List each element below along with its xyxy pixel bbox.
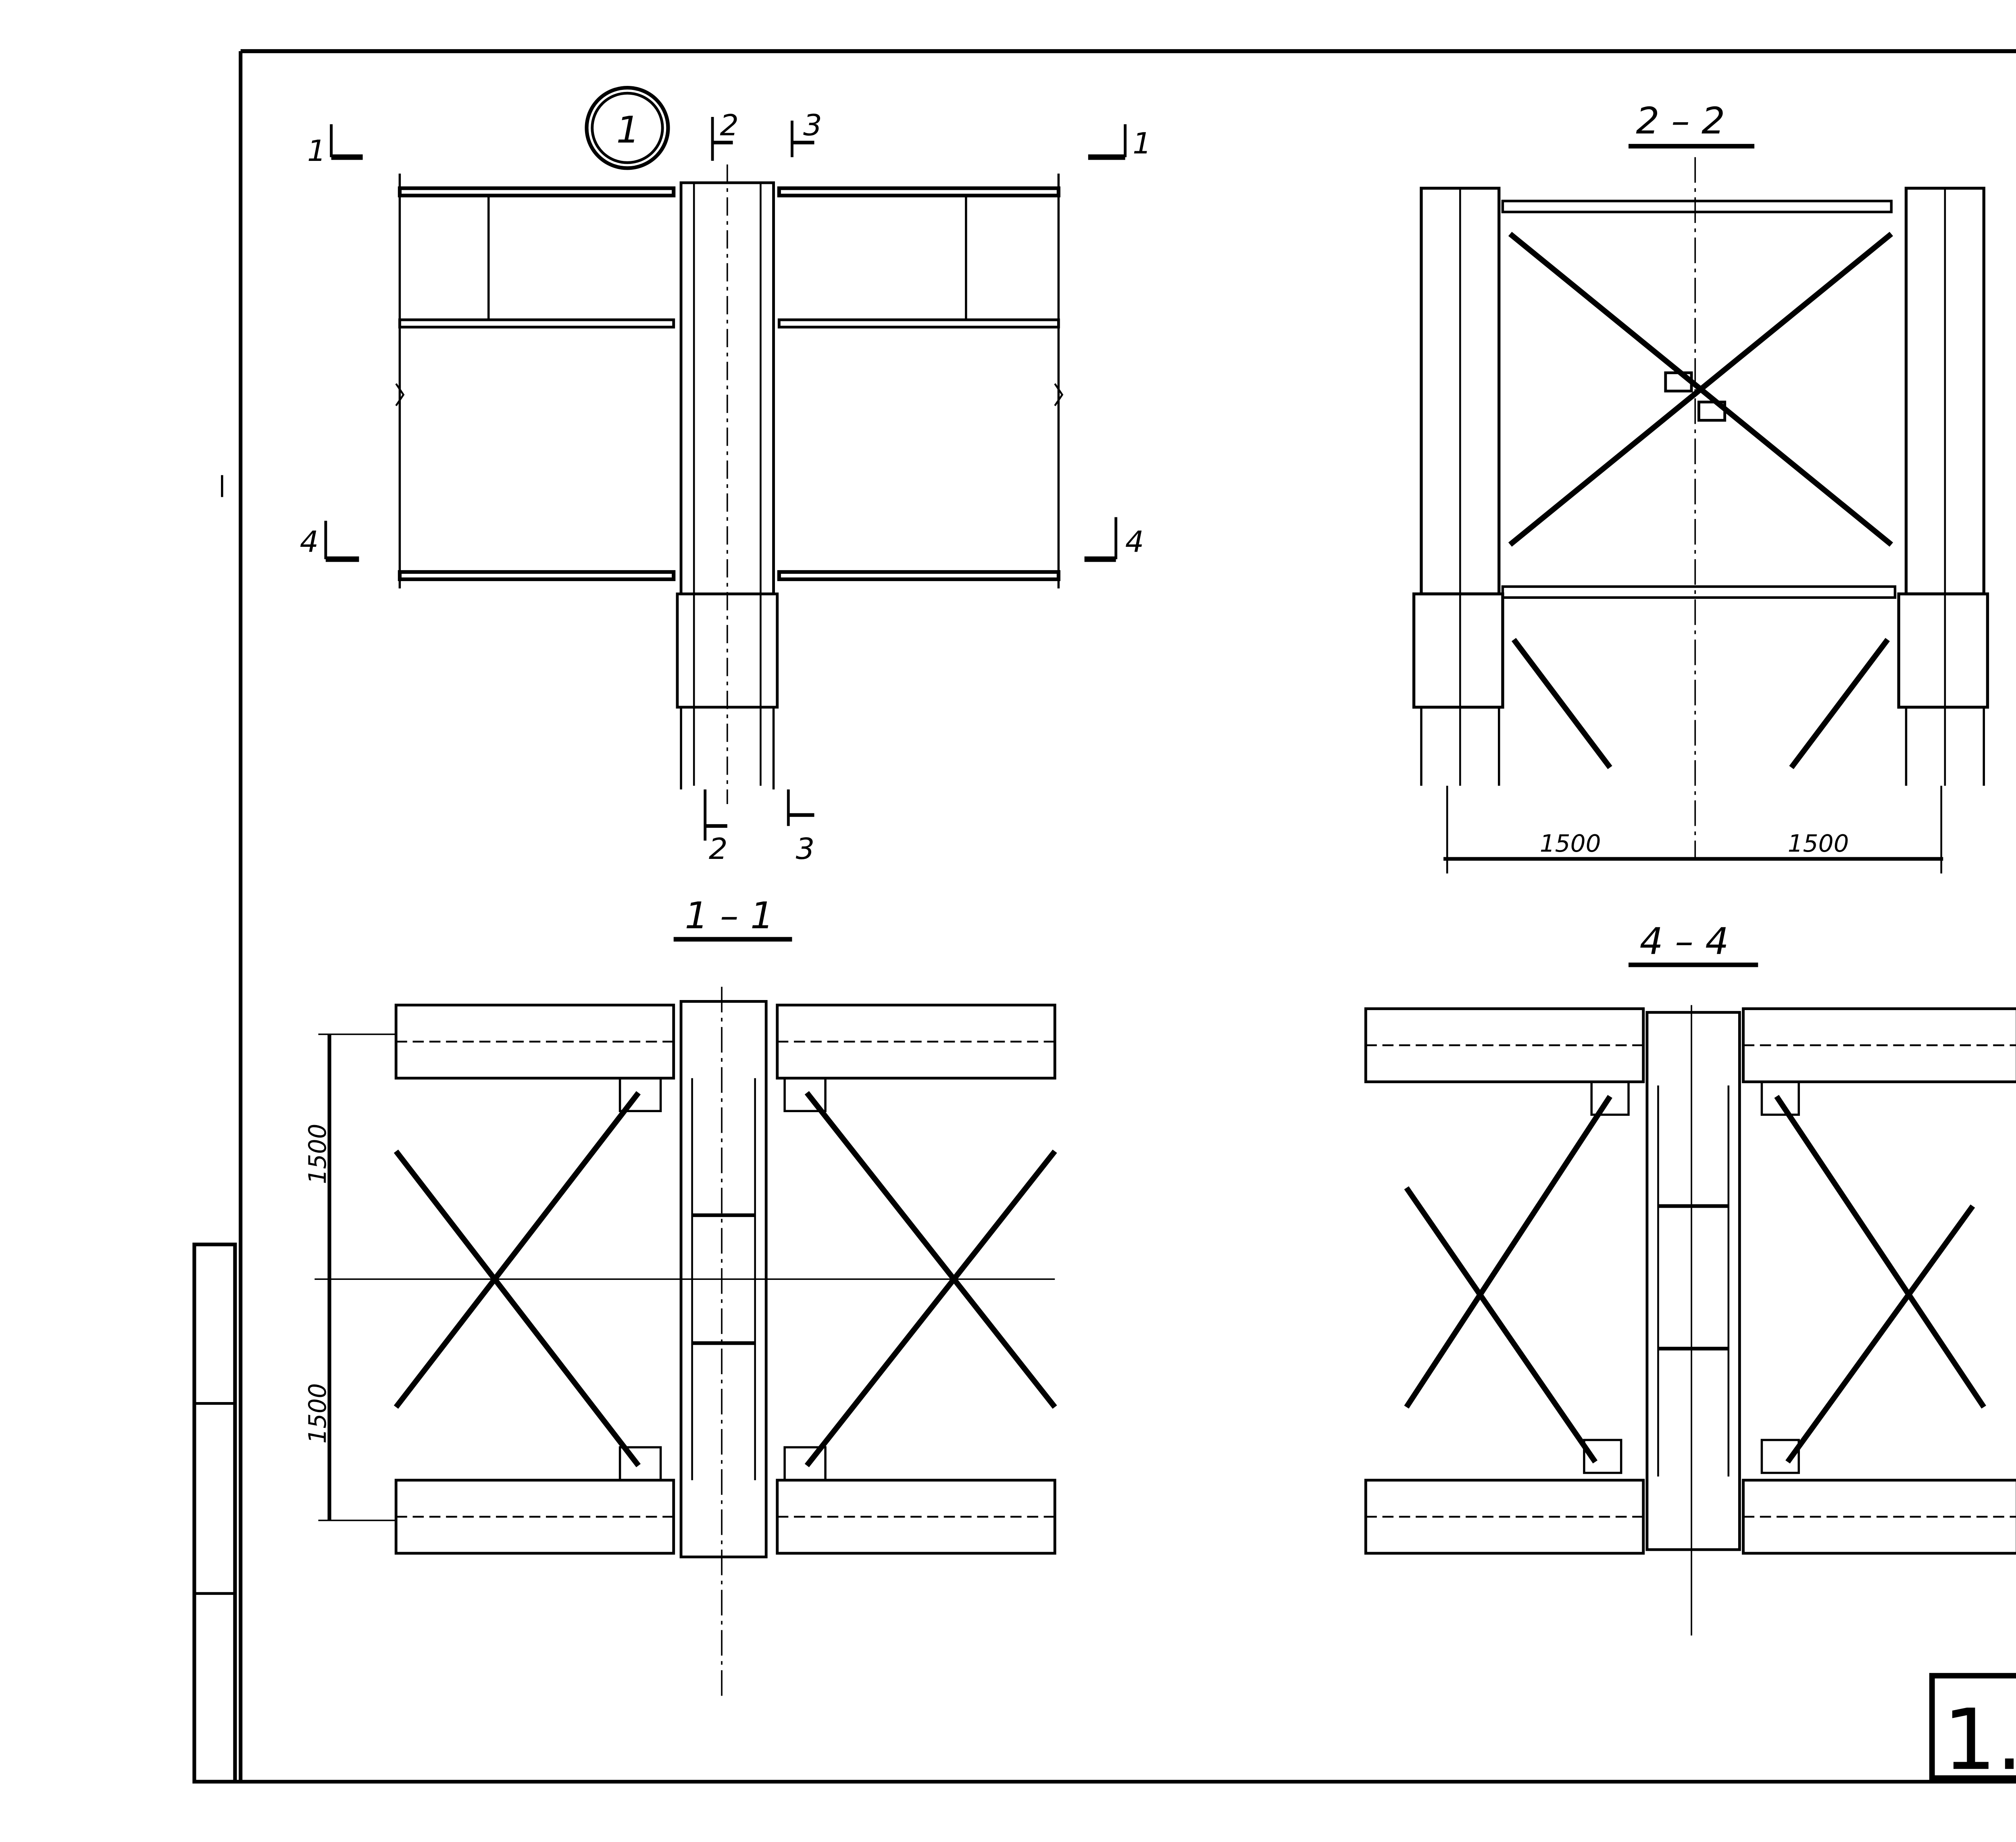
dimension-label: 1500	[303, 1383, 331, 1444]
svg-text:3: 3	[796, 832, 815, 866]
section-title-2-2: 2 – 2	[1636, 99, 1725, 142]
dimension-label: 1500	[303, 1124, 331, 1184]
section-mark-1-right: 1	[1088, 124, 1152, 161]
svg-text:1: 1	[1133, 127, 1152, 160]
svg-text:2: 2	[709, 832, 728, 866]
svg-text:2: 2	[720, 108, 739, 142]
section-mark-2-bottom: 2	[704, 789, 728, 866]
section-mark-3-top: 3	[790, 108, 822, 157]
document-code: 1.420.2-28.1-4КМ	[1943, 1691, 2016, 1789]
section-mark-3-bottom: 3	[787, 789, 815, 866]
section-mark-4-left: 4	[300, 521, 359, 562]
section-mark-4-right: 4	[1084, 517, 1144, 562]
plan-view-node-1: 1 1 1 4 4 2 3	[300, 85, 1152, 866]
svg-text:3: 3	[803, 108, 822, 142]
section-2-2: 2 – 2 1500 1500	[1412, 99, 1989, 874]
svg-text:4: 4	[1125, 525, 1144, 559]
section-title-1-1: 1 – 1	[685, 894, 774, 937]
section-1-1: 1 – 1 1500 1500	[303, 894, 1057, 1700]
section-title-4-4: 4 – 4	[1640, 920, 1729, 963]
title-block: 1.420.2-28.1-4КМ Лист 3	[1929, 1673, 2016, 1789]
section-mark-1-left: 1	[307, 124, 363, 168]
section-mark-2-top: 2	[711, 108, 739, 161]
dimension-label: 1500	[1540, 829, 1601, 857]
svg-text:1: 1	[307, 134, 326, 168]
node-marker-label: 1	[616, 108, 639, 151]
svg-text:4: 4	[300, 525, 319, 559]
dimension-label: 1500	[1788, 829, 1849, 857]
section-4-4: 4 – 4	[1364, 920, 2016, 1636]
sheet-frame	[192, 49, 2016, 1784]
